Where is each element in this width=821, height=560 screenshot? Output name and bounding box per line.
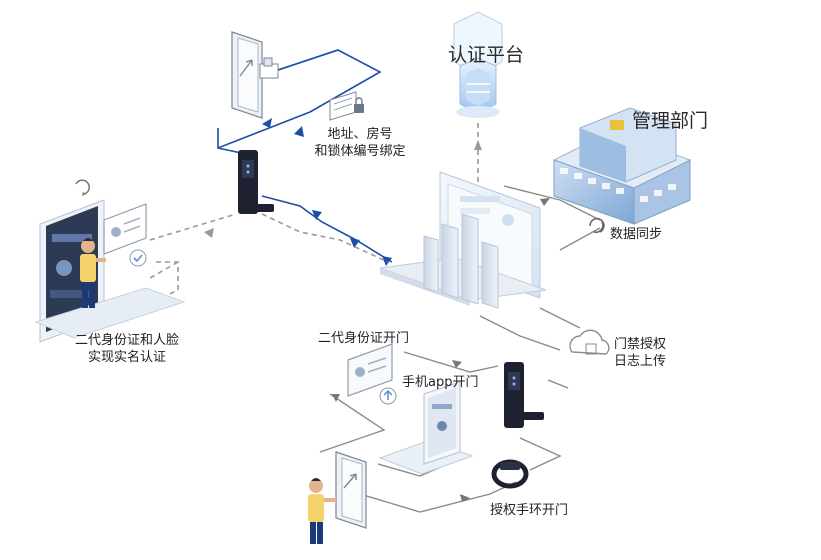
data-sync-label: 数据同步 [610,227,663,242]
sync-icon [589,217,605,233]
access-auth-line-1: 门禁授权 [614,337,667,352]
management-label: 管理部门 [632,110,709,132]
real-name-label: 二代身份证和人脸 实现实名认证 [52,332,202,366]
binding-line-1: 地址、房号 [327,127,393,142]
door-bottom [335,451,367,529]
refresh-icon-left [75,179,90,196]
person-left [80,238,106,308]
phone-small [378,381,474,475]
id-card-open-label: 二代身份证开门 [318,331,410,346]
server-icon [453,11,503,118]
cloud-icon [569,329,610,355]
binding-label: 地址、房号 和锁体编号绑定 [300,126,420,160]
access-auth-label: 门禁授权 日志上传 [614,336,666,370]
band-open-label: 授权手环开门 [490,503,569,518]
binding-line-2: 和锁体编号绑定 [314,144,406,159]
laptop-dashboard [379,171,547,309]
wristband-icon [491,459,529,489]
tag-icon [329,91,364,121]
access-auth-line-2: 日志上传 [614,354,667,369]
app-open-label: 手机app开门 [402,375,479,390]
real-name-line-2: 实现实名认证 [87,350,166,365]
smart-lock-bottom [504,362,544,428]
person-bottom [308,478,336,544]
building-icon [553,107,691,225]
id-card-icon-left [103,203,147,267]
real-name-line-1: 二代身份证和人脸 [74,333,179,348]
binding-flow [217,49,393,266]
smart-lock-top [238,150,274,214]
auth-platform-label: 认证平台 [448,44,525,66]
id-card-icon-bottom [347,343,397,405]
door-top [231,31,279,119]
sync-flow [479,185,601,351]
